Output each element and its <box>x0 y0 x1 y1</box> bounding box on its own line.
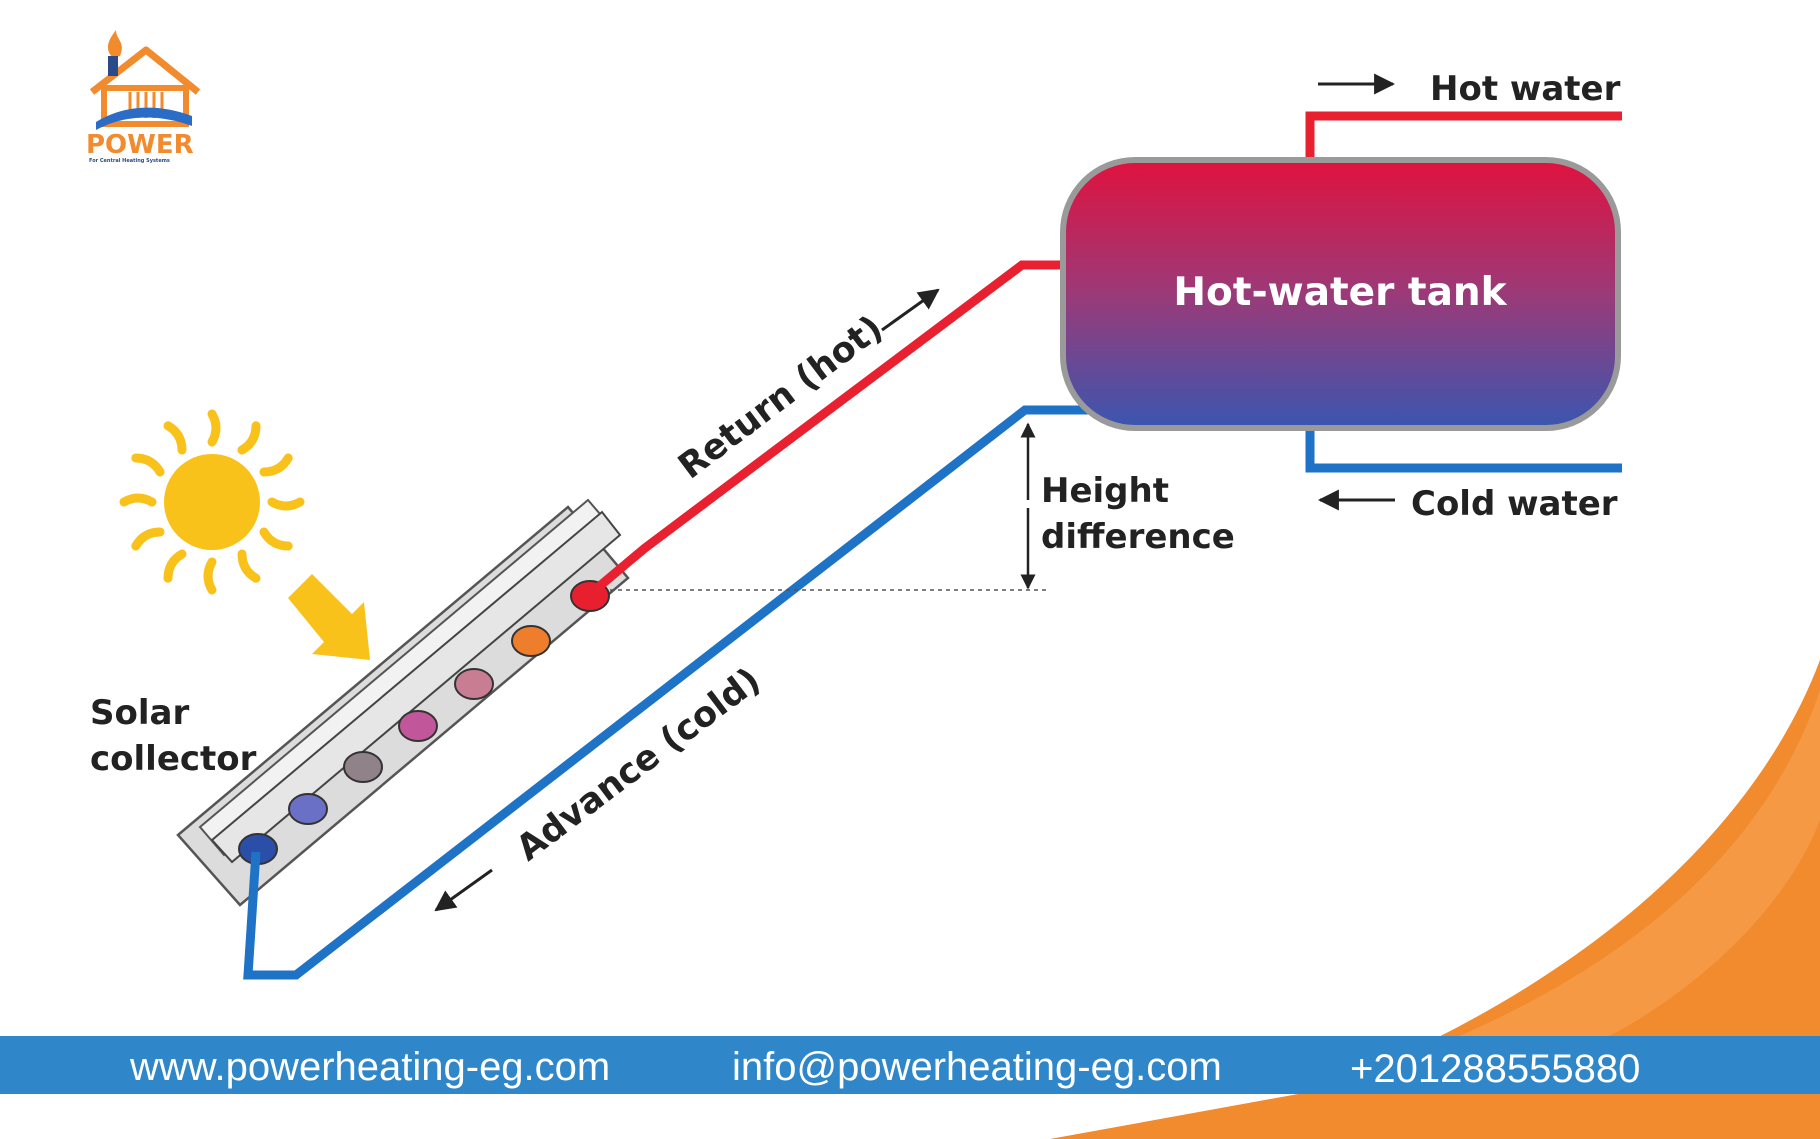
return-flow-arrow-icon <box>881 288 940 332</box>
collector-tube <box>343 751 383 783</box>
tank-label: Hot-water tank <box>1173 270 1507 315</box>
footer-phone[interactable]: +201288555880 <box>1350 1047 1640 1091</box>
sun-ray <box>207 409 221 447</box>
return-hot-pipe <box>592 260 1078 594</box>
collector-label-line1: Solar <box>90 693 189 733</box>
sun-disc <box>164 454 260 550</box>
footer-email-link[interactable]: info@powerheating-eg.com <box>732 1045 1222 1089</box>
sun-icon <box>119 409 305 595</box>
hot-water-tank <box>1060 157 1621 431</box>
sun-ray <box>203 557 217 595</box>
power-logo: POWER For Central Heating Systems <box>86 30 201 164</box>
sunlight-arrow-icon <box>288 574 370 660</box>
sun-ray <box>267 497 305 511</box>
solar-collector <box>176 498 630 907</box>
advance-label: Advance (cold) <box>509 660 768 869</box>
logo-flame-icon <box>107 30 122 58</box>
hot-water-outlet-pipe <box>1305 111 1622 168</box>
footer-bar <box>0 1036 1820 1094</box>
cold-water-label: Cold water <box>1411 484 1618 524</box>
return-label: Return (hot) <box>671 308 890 487</box>
collector-tube <box>454 668 494 700</box>
sun-ray <box>163 421 187 455</box>
collector-tube <box>288 793 328 825</box>
sun-ray <box>237 421 261 455</box>
logo-brand-text: POWER <box>86 130 194 160</box>
advance-flow-arrow-icon <box>434 868 493 912</box>
logo-wave-icon <box>96 107 192 130</box>
height-label-line1: Height <box>1041 471 1169 511</box>
sun-ray <box>131 527 165 551</box>
collector-tube <box>398 710 438 742</box>
sun-ray <box>237 549 261 583</box>
logo-tagline: For Central Heating Systems <box>89 158 170 164</box>
logo-house-roof-icon <box>89 46 201 95</box>
sun-ray <box>259 527 293 551</box>
sun-ray <box>131 453 165 477</box>
footer-website-link[interactable]: www.powerheating-eg.com <box>129 1045 610 1089</box>
cold-water-inlet-pipe <box>1305 420 1622 473</box>
hot-water-label: Hot water <box>1430 69 1621 109</box>
height-label-line2: difference <box>1041 517 1235 557</box>
sun-ray <box>163 549 187 583</box>
sun-ray <box>259 453 293 477</box>
collector-panel <box>210 510 622 864</box>
collector-tube <box>511 625 551 657</box>
orange-corner-highlight <box>1400 690 1820 1060</box>
collector-label-line2: collector <box>90 739 257 779</box>
sun-ray <box>119 493 157 507</box>
advance-cold-pipe <box>243 405 1160 980</box>
